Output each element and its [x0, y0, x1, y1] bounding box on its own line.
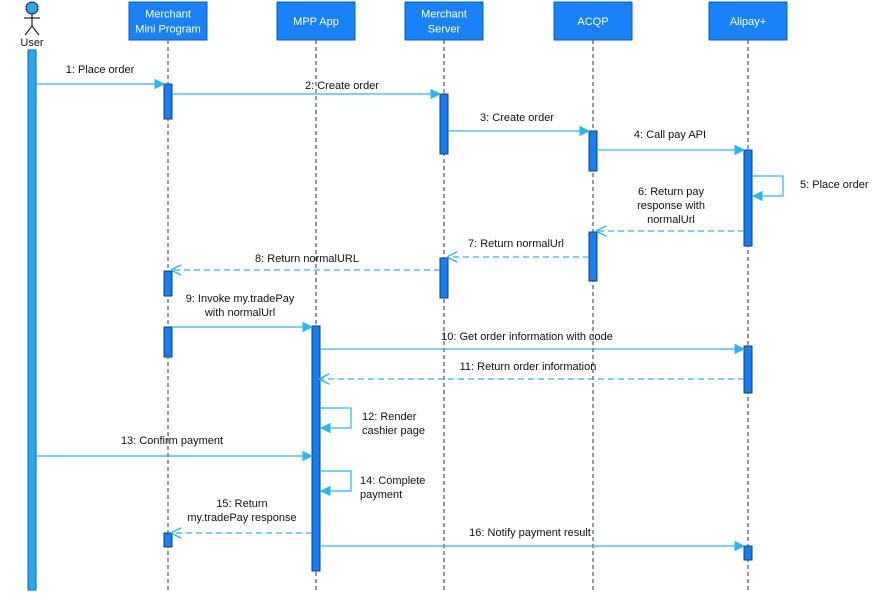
message-label: my.tradePay response: [187, 512, 296, 524]
participant-box: [276, 1, 356, 41]
actor-label: User: [20, 37, 44, 49]
participant-mpp: MPP App: [276, 1, 356, 41]
activation-bar-mmp: [163, 270, 173, 297]
activation-bar-acqp: [588, 231, 598, 282]
activation-bar-mmp: [163, 83, 173, 120]
message-4: 4: Call pay API: [597, 129, 746, 156]
message-10: 10: Get order information with code: [320, 331, 746, 355]
message-label: 13: Confirm payment: [121, 435, 223, 447]
message-5: 5: Place order: [751, 175, 869, 202]
message-label: 6: Return pay: [638, 186, 705, 198]
participant-label: Server: [428, 24, 461, 36]
participant-label: MPP App: [293, 16, 339, 28]
activation-bar-mpp: [311, 325, 321, 572]
participant-label: ACQP: [577, 16, 608, 28]
message-arrow: [751, 175, 784, 202]
message-label: cashier page: [362, 425, 425, 437]
message-label: 1: Place order: [66, 64, 135, 76]
actor-user: User: [20, 1, 44, 49]
message-16: 16: Notify payment result: [320, 527, 746, 552]
message-8: 8: Return normalURL: [172, 253, 440, 270]
activation-bar-mmp: [163, 326, 173, 358]
message-2: 2: Create order: [172, 80, 442, 100]
participant-label: Merchant: [421, 9, 467, 21]
message-9: 9: Invoke my.tradePay with normalUrl: [172, 293, 314, 333]
message-label: normalUrl: [647, 214, 695, 226]
message-label: 2: Create order: [305, 80, 379, 92]
actor-head-icon: [25, 1, 39, 15]
message-7: 7: Return normalUrl: [448, 238, 589, 257]
participant-acqp: ACQP: [553, 1, 633, 41]
message-3: 3: Create order: [448, 112, 591, 137]
message-label: payment: [360, 489, 402, 501]
message-arrow: [319, 407, 352, 434]
message-label: 7: Return normalUrl: [468, 238, 564, 250]
participant-box: [404, 1, 484, 41]
message-label: 12: Render: [362, 411, 417, 423]
activation-bar-alipay: [743, 545, 753, 561]
participant-label: Mini Program: [135, 24, 200, 36]
message-13: 13: Confirm payment: [36, 435, 314, 462]
participant-label: Merchant: [145, 9, 191, 21]
message-6: 6: Return pay response with normalUrl: [597, 186, 744, 231]
message-label: 8: Return normalURL: [255, 253, 359, 265]
message-label: with normalUrl: [204, 307, 275, 319]
participant-box: [708, 1, 788, 41]
message-label: 11: Return order information: [460, 361, 597, 373]
message-label: 10: Get order information with code: [441, 331, 613, 343]
message-label: 14: Complete: [360, 475, 425, 487]
activation-bar-acqp: [588, 130, 598, 172]
message-label: 5: Place order: [800, 179, 869, 191]
activation-bar-mmp: [163, 532, 173, 548]
message-arrow: [319, 470, 352, 497]
message-label: 9: Invoke my.tradePay: [186, 293, 295, 305]
message-15: 15: Return my.tradePay response: [172, 498, 312, 533]
message-label: 4: Call pay API: [634, 129, 706, 141]
activation-bar-alipay: [743, 345, 753, 394]
participant-alipay: Alipay+: [708, 1, 788, 41]
message-14: 14: Complete payment: [319, 470, 425, 501]
activation-bar-user: [27, 49, 37, 591]
participant-label: Alipay+: [730, 16, 766, 28]
message-label: 3: Create order: [480, 112, 554, 124]
activation-bar-alipay: [743, 149, 753, 247]
message-label: 16: Notify payment result: [469, 527, 591, 539]
activation-bar-ms: [439, 93, 449, 155]
message-12: 12: Render cashier page: [319, 407, 425, 437]
message-1: 1: Place order: [36, 64, 166, 90]
message-label: 15: Return: [216, 498, 267, 510]
message-11: 11: Return order information: [320, 361, 744, 379]
participant-box: [553, 1, 633, 41]
participant-box: [128, 1, 208, 41]
message-label: response with: [637, 200, 705, 212]
activation-bar-ms: [439, 257, 449, 299]
